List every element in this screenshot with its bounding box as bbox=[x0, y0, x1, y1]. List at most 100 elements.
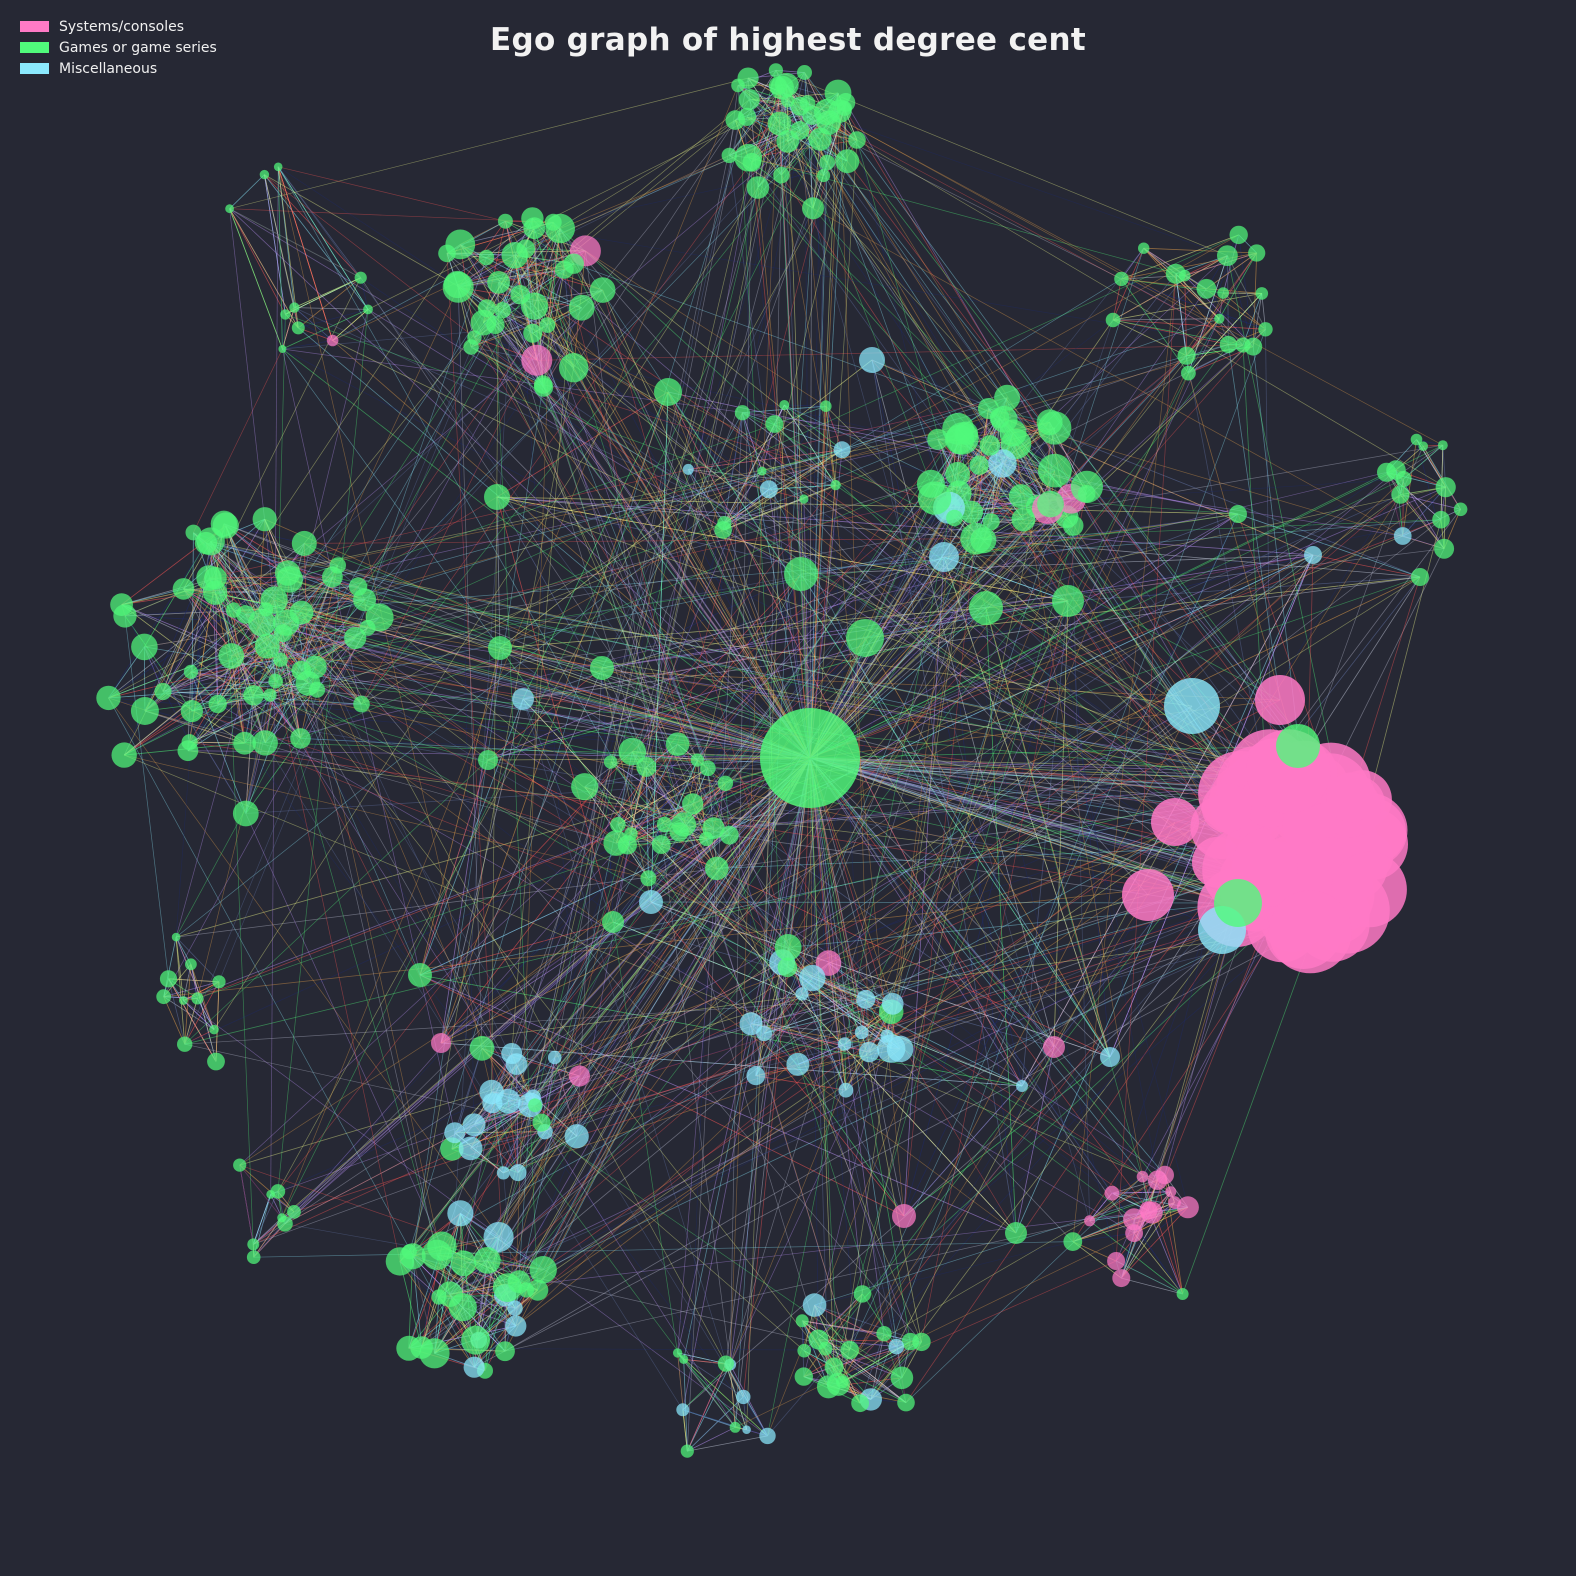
graph-edge bbox=[787, 506, 1039, 948]
graph-edge bbox=[864, 637, 1111, 1058]
graph-edge bbox=[285, 397, 1008, 624]
graph-edge bbox=[264, 565, 339, 744]
graph-edge bbox=[1121, 234, 1239, 280]
graph-edge bbox=[1386, 472, 1445, 549]
game-node bbox=[808, 127, 832, 151]
game-node bbox=[159, 970, 178, 988]
graph-edge bbox=[627, 744, 678, 846]
graph-edge bbox=[801, 993, 1023, 1087]
game-node bbox=[679, 1354, 689, 1364]
game-node bbox=[589, 277, 616, 303]
graph-edge bbox=[184, 757, 811, 1045]
graph-edge bbox=[573, 99, 750, 368]
graph-edge bbox=[1112, 255, 1228, 321]
game-node bbox=[799, 494, 809, 504]
graph-edge bbox=[514, 255, 811, 759]
game-node bbox=[1052, 585, 1084, 617]
game-node bbox=[1138, 242, 1150, 254]
graph-edge bbox=[367, 100, 788, 310]
graph-edge bbox=[809, 355, 1187, 759]
graph-edge bbox=[300, 738, 811, 759]
graph-edge bbox=[189, 682, 309, 743]
graph-edge bbox=[724, 428, 959, 524]
graph-edge bbox=[728, 87, 783, 156]
graph-edge bbox=[231, 444, 1443, 657]
game-node bbox=[233, 731, 256, 755]
game-node bbox=[523, 323, 543, 343]
game-node bbox=[277, 1213, 287, 1223]
graph-edge bbox=[1400, 494, 1445, 549]
graph-edge bbox=[507, 252, 1257, 1288]
graph-edge bbox=[517, 757, 811, 1173]
game-node bbox=[110, 593, 133, 616]
misc-node bbox=[799, 964, 826, 992]
graph-edge bbox=[534, 305, 811, 759]
game-node bbox=[469, 1035, 495, 1061]
game-node bbox=[501, 242, 529, 269]
graph-edge bbox=[253, 576, 333, 696]
graph-edge bbox=[412, 1256, 435, 1354]
graph-edge bbox=[475, 757, 811, 1341]
graph-edge bbox=[191, 645, 268, 712]
graph-edge bbox=[809, 757, 1183, 1295]
graph-edge bbox=[809, 757, 863, 1294]
graph-edge bbox=[844, 1043, 847, 1091]
graph-edge bbox=[809, 745, 1299, 759]
graph-edge bbox=[264, 174, 724, 531]
graph-edge bbox=[903, 600, 1069, 1217]
graph-edge bbox=[825, 406, 836, 486]
graph-edge bbox=[921, 486, 1088, 1342]
graph-edge bbox=[827, 111, 1254, 347]
graph-edge bbox=[667, 391, 1239, 515]
graph-edge bbox=[505, 221, 851, 1351]
game-node bbox=[172, 578, 195, 600]
graph-edge bbox=[208, 576, 333, 579]
graph-edge bbox=[1121, 1277, 1183, 1295]
graph-edge bbox=[208, 397, 1008, 579]
game-node bbox=[1386, 460, 1406, 480]
game-node bbox=[729, 1421, 741, 1433]
graph-edge bbox=[487, 600, 1069, 761]
graph-edge bbox=[332, 221, 554, 341]
graph-edge bbox=[809, 474, 959, 759]
misc-node bbox=[483, 1222, 514, 1253]
graph-edge bbox=[1112, 319, 1187, 357]
graph-edge bbox=[208, 577, 1256, 904]
graph-edge bbox=[191, 532, 194, 712]
graph-edge bbox=[419, 974, 905, 1217]
graph-edge bbox=[728, 155, 811, 759]
graph-edge bbox=[475, 162, 753, 1341]
game-node bbox=[290, 728, 311, 749]
graph-edge bbox=[244, 565, 339, 744]
graph-edge bbox=[440, 1042, 1023, 1087]
game-node bbox=[721, 147, 737, 164]
graph-edge bbox=[522, 698, 1017, 1234]
graph-edge bbox=[124, 615, 169, 979]
graph-edge bbox=[277, 309, 369, 1192]
game-node bbox=[705, 856, 729, 881]
graph-edge bbox=[144, 496, 498, 712]
misc-node bbox=[886, 1035, 914, 1063]
graph-edge bbox=[360, 277, 862, 1033]
game-node bbox=[419, 1338, 450, 1369]
graph-edge bbox=[612, 554, 1314, 923]
graph-edge bbox=[215, 592, 302, 613]
graph-edge bbox=[746, 116, 1088, 488]
graph-edge bbox=[839, 111, 870, 1053]
graph-edge bbox=[499, 647, 905, 1217]
misc-node bbox=[833, 441, 851, 459]
game-node bbox=[203, 580, 228, 605]
game-node bbox=[819, 154, 835, 171]
legend-label-consoles: Systems/consoles bbox=[59, 18, 185, 35]
graph-edge bbox=[809, 318, 1220, 759]
graph-edge bbox=[862, 1293, 897, 1347]
game-node bbox=[473, 1247, 501, 1274]
graph-edge bbox=[300, 310, 504, 671]
game-node bbox=[720, 825, 739, 845]
graph-edge bbox=[487, 759, 1111, 1058]
graph-edge bbox=[144, 646, 247, 814]
graph-edge bbox=[809, 139, 821, 759]
graph-edge bbox=[601, 486, 1446, 669]
graph-edge bbox=[502, 309, 811, 759]
game-node bbox=[767, 111, 792, 136]
